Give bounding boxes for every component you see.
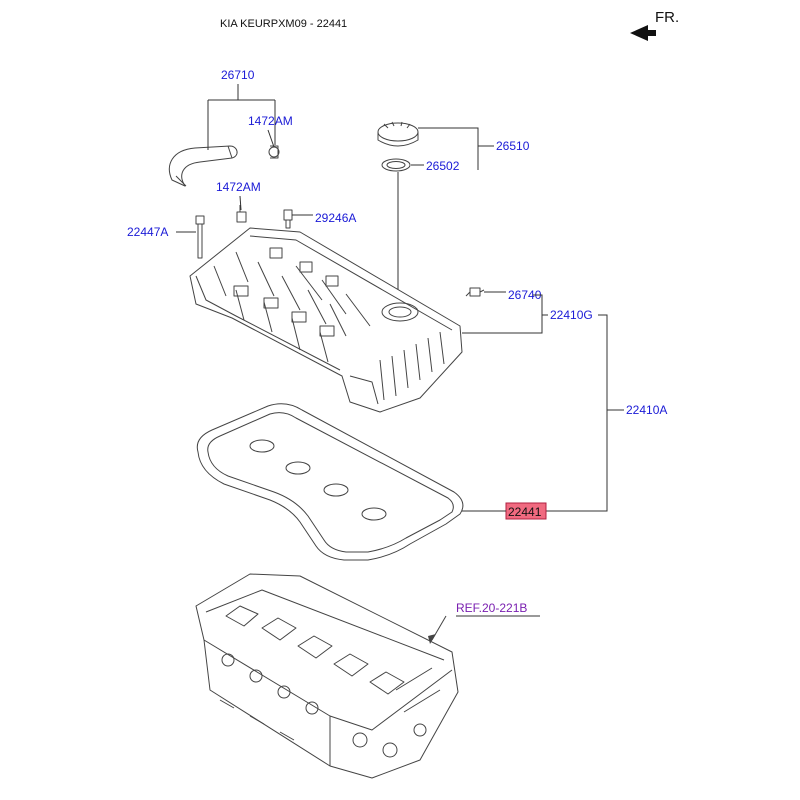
front-arrow-icon — [630, 25, 656, 41]
callout-22410A[interactable]: 22410A — [626, 403, 667, 417]
callout-22441[interactable]: 22441 — [508, 505, 542, 519]
cylinder-head-cover-drawing — [189, 227, 463, 413]
callout-22410G[interactable]: 22410G — [550, 308, 593, 322]
callout-1472AM-lower[interactable]: 1472AM — [216, 180, 261, 194]
cylinder-head-drawing — [195, 573, 459, 779]
callout-29246A[interactable]: 29246A — [315, 211, 356, 225]
callout-26710[interactable]: 26710 — [221, 68, 255, 82]
front-direction-indicator: FR. — [630, 9, 679, 41]
sensor-29246A-drawing — [283, 209, 293, 229]
diagram-title: KIA KEURPXM09 - 22441 — [220, 18, 347, 30]
cover-bolt-drawing — [195, 215, 205, 259]
oil-filler-cap-gasket-drawing — [381, 158, 411, 172]
cylinder-head-cover-gasket-drawing — [196, 403, 464, 561]
callout-22447A[interactable]: 22447A — [127, 225, 168, 239]
front-label: FR. — [655, 9, 679, 26]
callout-26740[interactable]: 26740 — [508, 288, 542, 302]
callout-26510[interactable]: 26510 — [496, 139, 530, 153]
callout-26502[interactable]: 26502 — [426, 159, 460, 173]
pcv-valve-drawing — [465, 287, 485, 297]
callout-1472AM-upper[interactable]: 1472AM — [248, 114, 293, 128]
reference-arrow-icon — [428, 634, 436, 644]
reference-label[interactable]: REF.20-221B — [456, 601, 527, 615]
oil-filler-cap-drawing — [377, 121, 419, 147]
